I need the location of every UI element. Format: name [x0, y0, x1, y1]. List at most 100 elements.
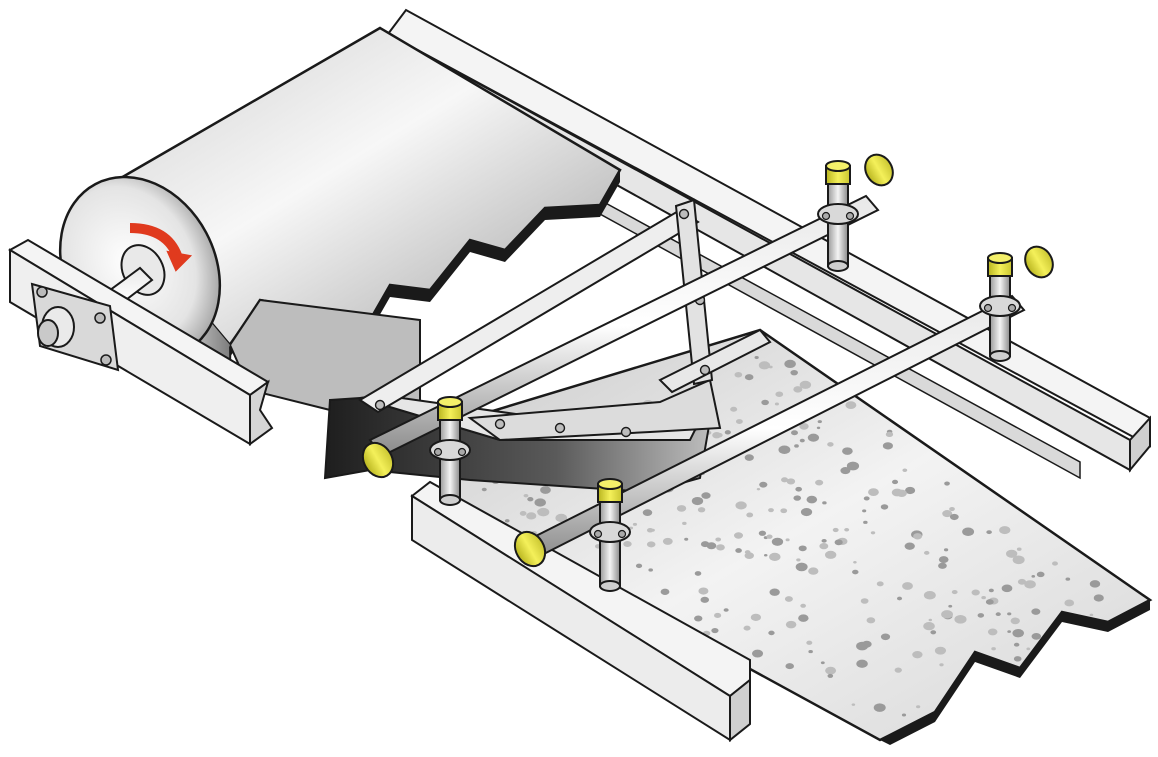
debris-speck	[896, 596, 903, 601]
debris-speck	[1012, 629, 1025, 638]
debris-speck	[481, 487, 487, 492]
debris-speck	[750, 613, 761, 621]
bolt-icon	[845, 211, 855, 221]
debris-speck	[868, 488, 879, 496]
debris-speck	[793, 386, 803, 393]
debris-speck	[746, 512, 754, 518]
debris-speck	[1001, 584, 1013, 593]
debris-speck	[793, 495, 802, 501]
debris-speck	[700, 596, 710, 603]
debris-speck	[769, 552, 781, 561]
debris-speck	[744, 374, 754, 381]
debris-speck	[832, 527, 839, 533]
debris-speck	[527, 496, 534, 502]
debris-speck	[934, 646, 947, 655]
debris-speck	[944, 481, 950, 486]
debris-speck	[971, 589, 980, 596]
debris-speck	[1052, 561, 1058, 566]
debris-speck	[756, 487, 761, 491]
debris-speck	[715, 537, 722, 542]
bolt-icon	[593, 529, 603, 539]
debris-speck	[716, 432, 723, 438]
debris-speck	[991, 647, 996, 651]
debris-speck	[861, 640, 872, 648]
debris-speck	[827, 442, 834, 447]
debris-speck	[985, 599, 994, 605]
mounting-post	[429, 396, 471, 506]
debris-speck	[751, 649, 764, 658]
debris-speck	[846, 461, 860, 471]
debris-speck	[534, 498, 546, 507]
bolt-icon	[983, 303, 993, 313]
debris-speck	[798, 614, 809, 622]
debris-speck	[694, 571, 702, 576]
debris-speck	[1010, 617, 1020, 625]
debris-speck	[642, 509, 653, 517]
debris-speck	[951, 590, 958, 595]
bolt-icon	[94, 312, 106, 324]
debris-speck	[851, 703, 856, 706]
debris-speck	[660, 588, 670, 595]
debris-speck	[844, 528, 850, 532]
debris-speck	[815, 479, 824, 486]
debris-speck	[734, 371, 743, 378]
yellow-post-cap-icon	[987, 252, 1013, 277]
yellow-end-cap-icon	[1024, 245, 1054, 279]
mounting-post	[817, 160, 859, 272]
debris-speck	[743, 625, 751, 631]
yellow-end-cap-icon	[361, 441, 395, 479]
debris-speck	[817, 420, 822, 424]
debris-speck	[778, 445, 791, 454]
debris-speck	[827, 673, 834, 678]
bolt-icon	[1007, 303, 1017, 313]
debris-speck	[1012, 555, 1025, 565]
debris-speck	[954, 615, 967, 624]
debris-speck	[1064, 599, 1075, 607]
debris-speck	[1017, 578, 1027, 585]
debris-speck	[785, 538, 790, 542]
debris-speck	[1013, 656, 1022, 662]
debris-speck	[894, 667, 902, 673]
debris-speck	[1065, 577, 1071, 581]
debris-speck	[754, 356, 759, 360]
debris-speck	[798, 545, 807, 552]
debris-speck	[1007, 612, 1012, 616]
debris-speck	[771, 537, 784, 546]
debris-speck	[941, 610, 953, 619]
debris-speck	[1089, 580, 1101, 588]
debris-speck	[816, 426, 821, 430]
debris-speck	[821, 538, 827, 543]
debris-speck	[555, 513, 568, 523]
debris-speck	[523, 493, 529, 498]
debris-speck	[901, 713, 907, 717]
front-frame-rail	[410, 480, 751, 743]
debris-speck	[701, 492, 711, 499]
yellow-post-cap-icon	[437, 396, 463, 421]
bolt-icon	[620, 426, 632, 438]
debris-speck	[504, 519, 510, 523]
debris-speck	[799, 423, 809, 430]
debris-speck	[834, 539, 843, 546]
debris-speck	[799, 380, 812, 389]
debris-speck	[684, 537, 689, 541]
debris-speck	[850, 404, 855, 408]
debris-speck	[885, 431, 894, 437]
mounting-post	[589, 478, 631, 592]
debris-speck	[999, 526, 1011, 535]
debris-speck	[962, 527, 975, 536]
debris-speck	[761, 399, 769, 406]
debris-speck	[676, 505, 687, 512]
debris-speck	[724, 430, 731, 435]
debris-speck	[781, 477, 789, 483]
debris-speck	[758, 361, 771, 370]
debris-speck	[537, 510, 541, 513]
debris-speck	[943, 548, 949, 552]
debris-speck	[938, 562, 947, 569]
debris-speck	[800, 508, 813, 517]
debris-speck	[904, 542, 915, 550]
debris-speck	[902, 468, 908, 472]
debris-speck	[800, 603, 806, 608]
debris-speck	[905, 486, 916, 495]
debris-speck	[784, 359, 796, 369]
